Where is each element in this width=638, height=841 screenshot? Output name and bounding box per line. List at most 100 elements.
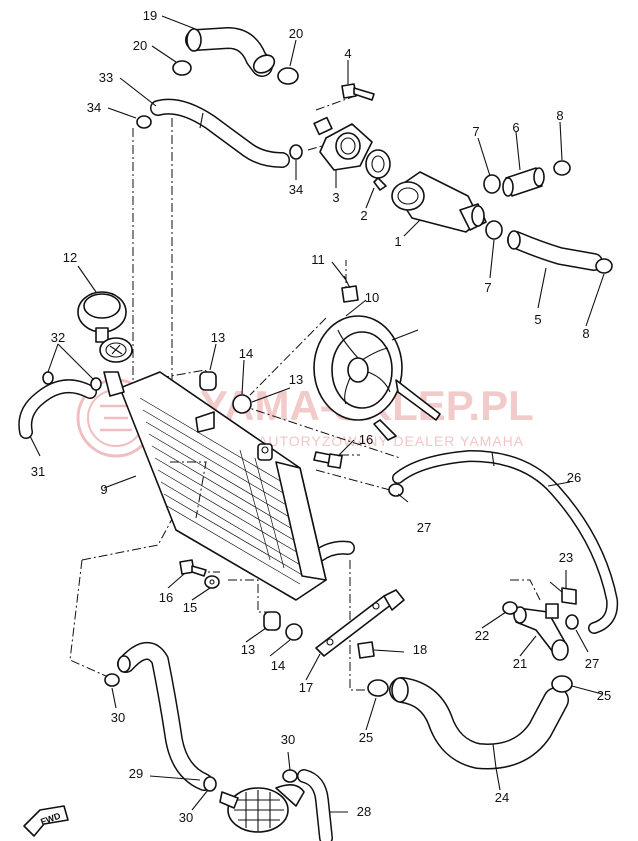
callout-c22: 22 xyxy=(475,628,489,643)
clamp-20b xyxy=(277,67,299,85)
callout-numbers: 1234567788910111213131314141516161718192… xyxy=(31,8,611,825)
hose-29 xyxy=(117,642,213,791)
callout-c34a: 34 xyxy=(87,100,101,115)
washer-15 xyxy=(204,575,220,589)
callout-c5: 5 xyxy=(534,312,541,327)
collar-14b xyxy=(285,623,303,641)
callout-c8a: 8 xyxy=(556,108,563,123)
clamp-25a xyxy=(367,679,389,697)
hose-31 xyxy=(18,379,97,439)
hose-19 xyxy=(185,27,276,77)
bracket-17 xyxy=(315,589,405,657)
callout-c4: 4 xyxy=(344,46,351,61)
callout-c6: 6 xyxy=(512,120,519,135)
fan-10 xyxy=(313,315,441,441)
callout-c12: 12 xyxy=(63,250,77,265)
callout-c2: 2 xyxy=(360,208,367,223)
clamp-25b xyxy=(551,675,573,693)
bolt-18 xyxy=(357,641,375,659)
callout-c11: 11 xyxy=(311,252,325,267)
callout-c20b: 20 xyxy=(289,26,303,41)
clamp-32a xyxy=(42,371,54,385)
hose-26 xyxy=(392,450,619,634)
callout-c9: 9 xyxy=(100,482,107,497)
grommet-13c xyxy=(263,611,281,631)
callout-c14b: 14 xyxy=(271,658,285,673)
callout-c30a: 30 xyxy=(111,710,125,725)
clamp-8a xyxy=(553,160,571,176)
hose-5 xyxy=(507,230,603,271)
clamp-7b xyxy=(485,220,503,240)
callout-c8b: 8 xyxy=(582,326,589,341)
thermostat-housing-1 xyxy=(391,171,487,233)
thermostat-cover-3 xyxy=(313,116,373,171)
callout-c16a: 16 xyxy=(359,432,373,447)
hose-28 xyxy=(297,769,333,841)
clamp-30c xyxy=(203,776,217,792)
callout-c1: 1 xyxy=(394,234,401,249)
callout-c25a: 25 xyxy=(359,730,373,745)
fitting-21 xyxy=(513,603,569,661)
callout-c13c: 13 xyxy=(241,642,255,657)
callout-c31: 31 xyxy=(31,464,45,479)
callout-c20a: 20 xyxy=(133,38,147,53)
clamp-34b xyxy=(289,144,303,160)
callout-c25b: 25 xyxy=(597,688,611,703)
clamp-30b xyxy=(282,769,298,783)
leader-lines xyxy=(29,15,605,813)
callout-c29: 29 xyxy=(129,766,143,781)
clamp-8b xyxy=(595,258,613,274)
callout-c7b: 7 xyxy=(484,280,491,295)
hose-24 xyxy=(389,677,569,770)
bolt-23 xyxy=(549,581,577,605)
radiator-outlet-pipe xyxy=(311,540,355,563)
callout-c10: 10 xyxy=(365,290,379,305)
clamp-30a xyxy=(104,673,120,687)
callout-c18: 18 xyxy=(413,642,427,657)
water-pump xyxy=(219,784,305,833)
callout-c15: 15 xyxy=(183,600,197,615)
callout-c19: 19 xyxy=(143,8,157,23)
radiator-9 xyxy=(103,371,327,601)
o-ring-22 xyxy=(502,601,518,615)
callout-c7a: 7 xyxy=(472,124,479,139)
callout-c21: 21 xyxy=(513,656,527,671)
fwd-arrow-icon: FWD xyxy=(23,805,69,837)
thermostat-2 xyxy=(365,149,391,191)
grommet-13a xyxy=(199,371,217,391)
callout-c33: 33 xyxy=(99,70,113,85)
callout-c17: 17 xyxy=(299,680,313,695)
collar-14a xyxy=(232,394,252,414)
callout-c32: 32 xyxy=(51,330,65,345)
clamp-32b xyxy=(90,377,102,391)
hoses xyxy=(18,27,619,841)
radiator-fins xyxy=(139,397,305,585)
callout-c34b: 34 xyxy=(289,182,303,197)
bolt-16b xyxy=(179,559,207,577)
callout-c13b: 13 xyxy=(289,372,303,387)
bolt-16a xyxy=(313,451,343,469)
hose-33 xyxy=(150,98,290,168)
callout-c3: 3 xyxy=(332,190,339,205)
clamp-27a xyxy=(388,483,404,497)
callout-c27b: 27 xyxy=(585,656,599,671)
watermark-subtitle: AUTORYZOWANY DEALER YAMAHA xyxy=(258,433,524,449)
callout-c14a: 14 xyxy=(239,346,253,361)
radiator-cap-12 xyxy=(77,291,133,363)
clamp-27b xyxy=(565,614,579,630)
bolt-4 xyxy=(341,83,375,101)
hose-6 xyxy=(502,167,545,197)
callout-c16b: 16 xyxy=(159,590,173,605)
callout-c13a: 13 xyxy=(211,330,225,345)
callout-c23: 23 xyxy=(559,550,573,565)
callout-c26: 26 xyxy=(567,470,581,485)
callout-c30c: 30 xyxy=(179,810,193,825)
clamp-20a xyxy=(172,60,192,76)
callout-c27a: 27 xyxy=(417,520,431,535)
clamp-34a xyxy=(136,115,152,129)
callout-c28: 28 xyxy=(357,804,371,819)
callout-c24: 24 xyxy=(495,790,509,805)
callout-c30b: 30 xyxy=(281,732,295,747)
clamp-7a xyxy=(483,174,501,194)
